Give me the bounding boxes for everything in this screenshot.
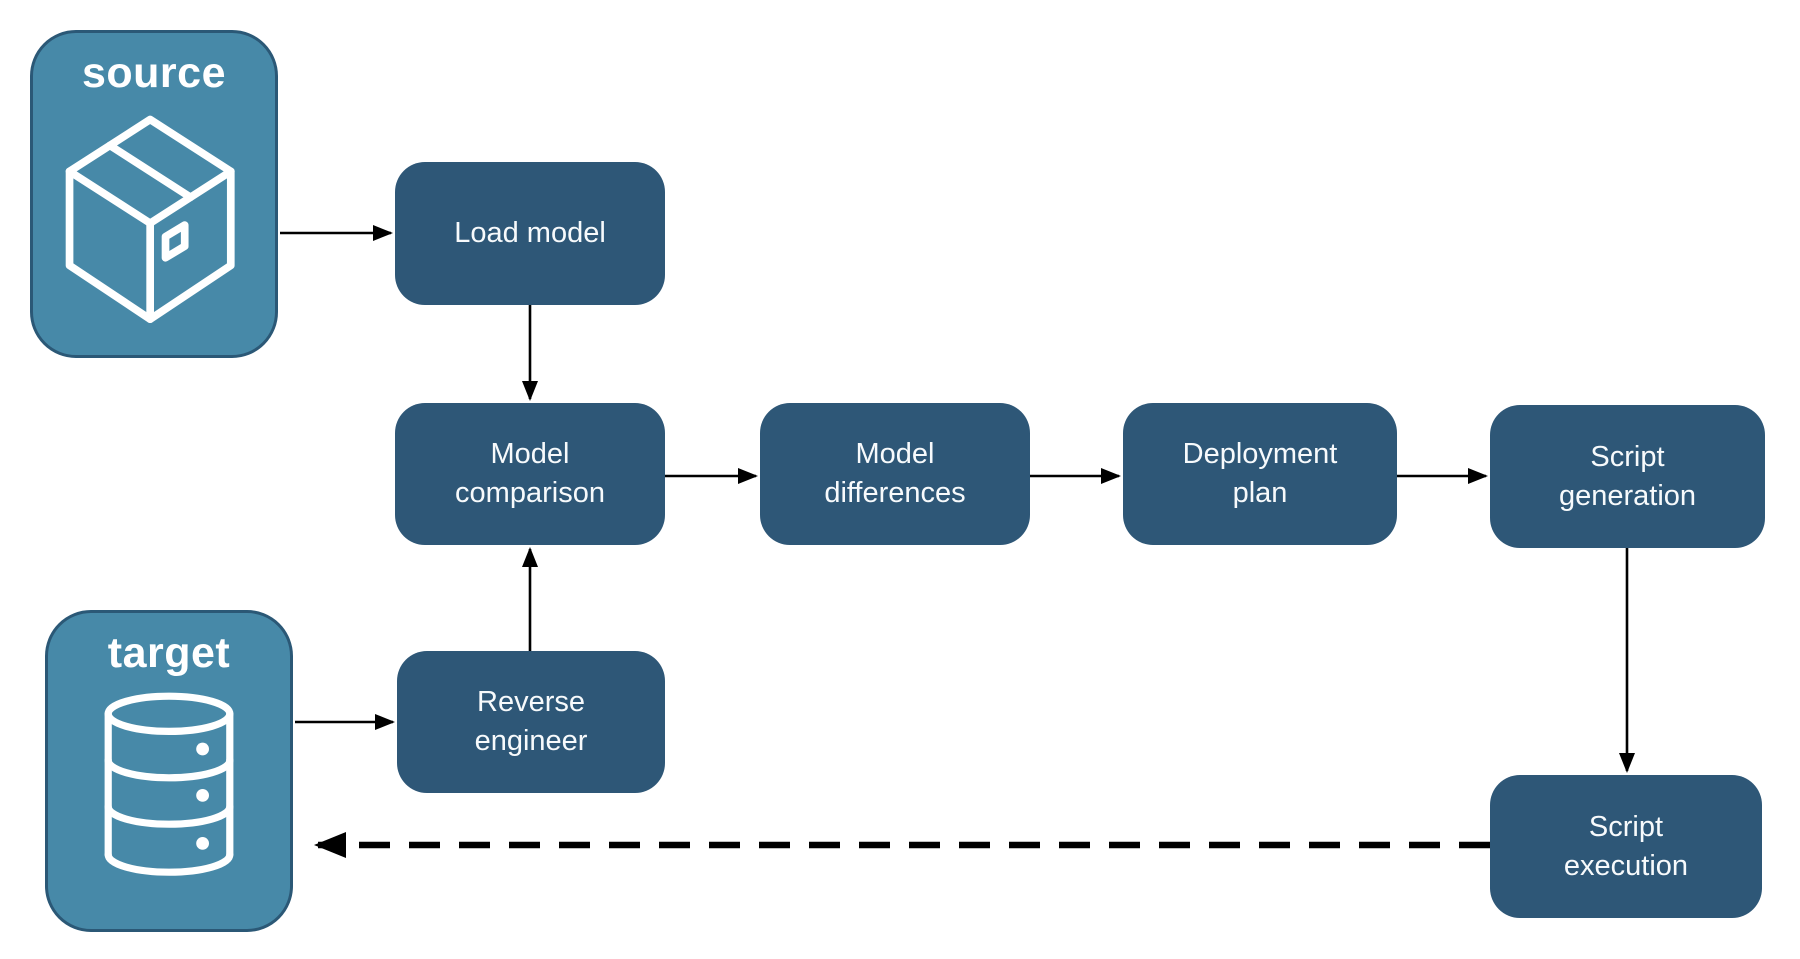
package-icon <box>65 115 235 323</box>
node-script-generation: Script generation <box>1490 405 1765 548</box>
node-label: Script generation <box>1558 440 1697 512</box>
node-label: Reverse engineer <box>474 686 588 757</box>
node-model-comparison: Model comparison <box>395 403 665 545</box>
node-script-execution: Script execution <box>1490 775 1762 918</box>
node-load-model: Load model <box>395 162 665 305</box>
node-model-differences: Model differences <box>760 403 1030 545</box>
node-label: Script execution <box>1563 810 1689 882</box>
entity-target: target <box>45 610 293 932</box>
source-label: source <box>81 49 226 97</box>
node-reverse-engineer: Reverse engineer <box>397 651 665 793</box>
node-label: Model differences <box>824 438 966 509</box>
node-deployment-plan: Deployment plan <box>1123 403 1397 545</box>
target-label: target <box>107 629 231 677</box>
node-label: Load model <box>454 217 606 250</box>
database-icon <box>104 692 234 876</box>
node-label: Model comparison <box>455 438 605 509</box>
entity-source: source <box>30 30 278 358</box>
node-label: Deployment plan <box>1182 438 1338 509</box>
